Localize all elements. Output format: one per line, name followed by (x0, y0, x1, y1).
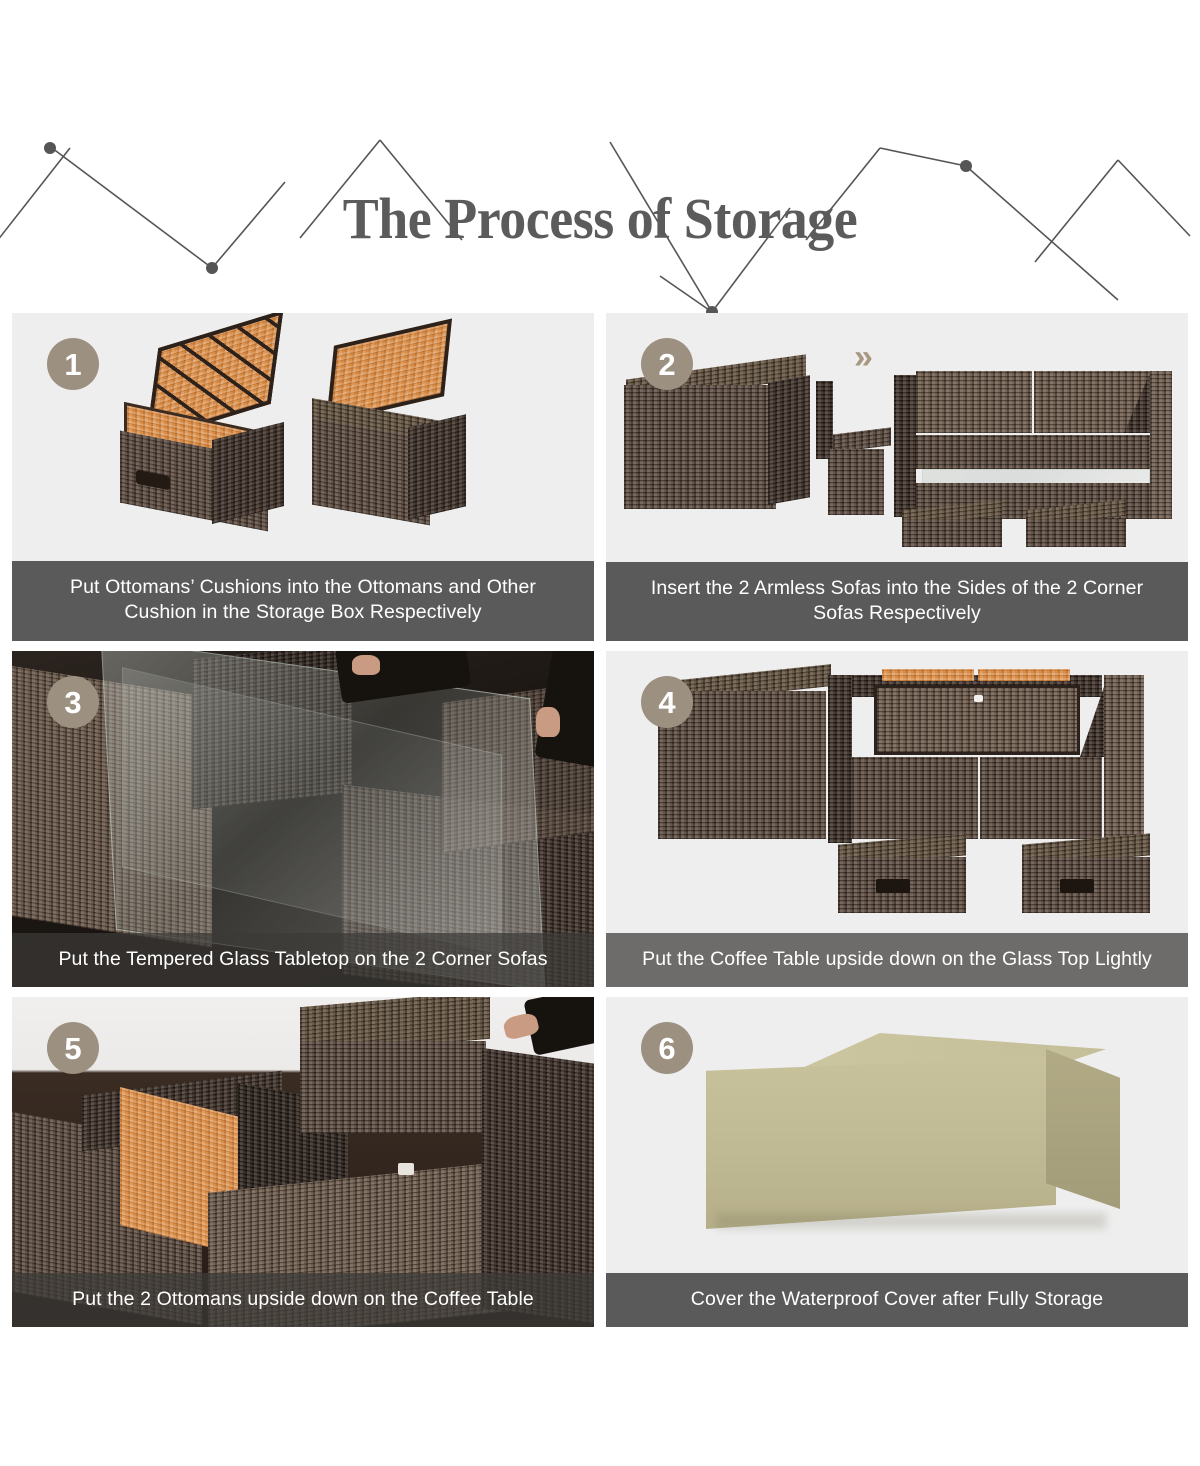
zigzag-decoration-icon (0, 139, 1191, 313)
step5-brand-tag (398, 1163, 414, 1175)
storage-box-front (624, 385, 776, 509)
step4-sofa-seat-left (852, 757, 978, 839)
ottoman-closed-side (408, 414, 466, 520)
armless-sofa-back (816, 381, 833, 459)
step-badge-4: 4 (641, 676, 693, 728)
step-caption-5: Put the 2 Ottomans upside down on the Co… (12, 1273, 594, 1327)
armless-sofa-front (828, 449, 884, 515)
step-caption-4: Put the Coffee Table upside down on the … (606, 933, 1188, 987)
step-2-illustration: » (606, 313, 1188, 641)
step-badge-5: 5 (47, 1022, 99, 1074)
step-caption-3: Put the Tempered Glass Tabletop on the 2… (12, 933, 594, 987)
step5-upper-box-front (300, 1041, 486, 1133)
corner-sofa-left-arm (894, 375, 916, 517)
corner-sofa-seat (916, 435, 1150, 469)
step4-ottoman-left-handle (876, 879, 910, 893)
step-panel-6: 6 Cover the Waterproof Cover after Fully… (606, 997, 1188, 1327)
step4-brand-tag (974, 695, 983, 702)
step-badge-3: 3 (47, 676, 99, 728)
step-badge-1: 1 (47, 338, 99, 390)
corner-sofa-backrest-2 (1034, 371, 1150, 433)
step-4-illustration (606, 651, 1188, 987)
step4-ottoman-right-handle (1060, 879, 1094, 893)
steps-grid: 1 Put Ottomans’ Cushions into the Ottoma… (12, 313, 1188, 1327)
person-hand-left (352, 655, 380, 675)
ottoman-front-right-body (1026, 519, 1126, 547)
step-panel-5: 5 Put the 2 Ottomans upside down on the … (12, 997, 594, 1327)
step-panel-4: 4 Put the Coffee Table upside down on th… (606, 651, 1188, 987)
step4-cushion-orange-right (978, 669, 1070, 681)
page-header: The Process of Storage (0, 0, 1200, 313)
step-badge-6: 6 (641, 1022, 693, 1074)
step-caption-1: Put Ottomans’ Cushions into the Ottomans… (12, 561, 594, 641)
storage-box-side (768, 375, 810, 505)
step-panel-1: 1 Put Ottomans’ Cushions into the Ottoma… (12, 313, 594, 641)
step4-cushion-orange-left (882, 669, 974, 681)
step-panel-2: » 2 Insert the 2 Armless Sofas into the … (606, 313, 1188, 641)
waterproof-cover-front (706, 1057, 1056, 1229)
step-badge-2: 2 (641, 338, 693, 390)
corner-sofa-right-arm (1150, 371, 1172, 519)
step-3-photo (12, 651, 594, 987)
step4-sofa-seat-right (980, 757, 1102, 839)
waterproof-cover-side (1046, 1049, 1120, 1209)
waterproof-cover-shadow (716, 1213, 1106, 1229)
step-6-illustration (606, 997, 1188, 1327)
chevron-right-icon: » (854, 338, 873, 376)
page-title: The Process of Storage (342, 186, 858, 251)
ottoman-open-side (212, 422, 284, 524)
step-caption-2: Insert the 2 Armless Sofas into the Side… (606, 562, 1188, 641)
step4-divider (828, 675, 852, 843)
step4-sofa-right-arm (1104, 675, 1144, 839)
step-panel-3: 3 Put the Tempered Glass Tabletop on the… (12, 651, 594, 987)
step-caption-6: Cover the Waterproof Cover after Fully S… (606, 1273, 1188, 1327)
person-hand-right (536, 707, 560, 737)
ottoman-front-left-body (902, 519, 1002, 547)
corner-sofa-backrest-1 (916, 371, 1032, 433)
step-5-photo (12, 997, 594, 1327)
